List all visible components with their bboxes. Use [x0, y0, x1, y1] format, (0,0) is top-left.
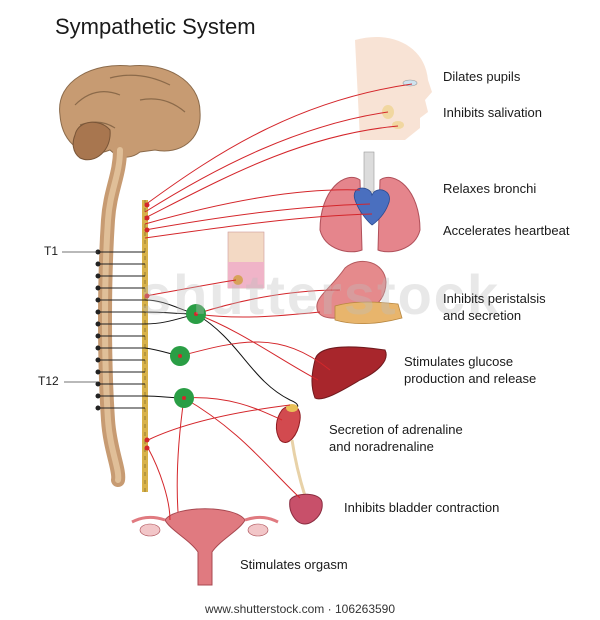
effect-heart: Accelerates heartbeat	[443, 223, 570, 238]
diagram-title: Sympathetic System	[55, 14, 256, 39]
uterus-icon	[164, 508, 246, 586]
effect-bronchi: Relaxes bronchi	[443, 181, 537, 196]
kidney-icon	[275, 405, 301, 443]
spinal-nerves	[98, 251, 145, 409]
lungs-icon	[377, 177, 421, 253]
fallopian-tube-icon	[244, 515, 279, 524]
t12-label: T12	[38, 374, 59, 388]
brain-folds	[74, 74, 186, 129]
liver-icon	[311, 346, 387, 400]
ureter	[290, 439, 307, 497]
skin-gland-icon	[233, 275, 243, 285]
cerebellum-icon	[72, 121, 111, 161]
root-dots	[95, 249, 101, 411]
bladder-icon	[289, 493, 323, 525]
heart-icon	[353, 187, 390, 226]
watermark: shutterstock	[140, 263, 501, 326]
trachea-icon	[363, 151, 375, 193]
ovary-icon	[247, 523, 269, 537]
effect-eye: Dilates pupils	[443, 69, 521, 84]
lungs-icon	[319, 177, 363, 253]
spinal-cord-core	[102, 147, 123, 483]
effect-genital: Stimulates orgasm	[240, 557, 348, 572]
adrenal-gland-icon	[286, 404, 298, 412]
t1-label: T1	[44, 244, 59, 258]
postganglionic-nerves	[144, 83, 413, 521]
salivary-gland-icon	[392, 121, 404, 129]
chain-synapses	[144, 202, 150, 451]
ovary-icon	[139, 523, 161, 537]
effect-salivary: Inhibits salivation	[443, 105, 542, 120]
footer-credit: www.shutterstock.com · 106263590	[204, 602, 396, 616]
fallopian-tube-icon	[131, 515, 166, 524]
pancreas-icon	[334, 301, 403, 325]
effect-bladder: Inhibits bladder contraction	[344, 500, 500, 515]
